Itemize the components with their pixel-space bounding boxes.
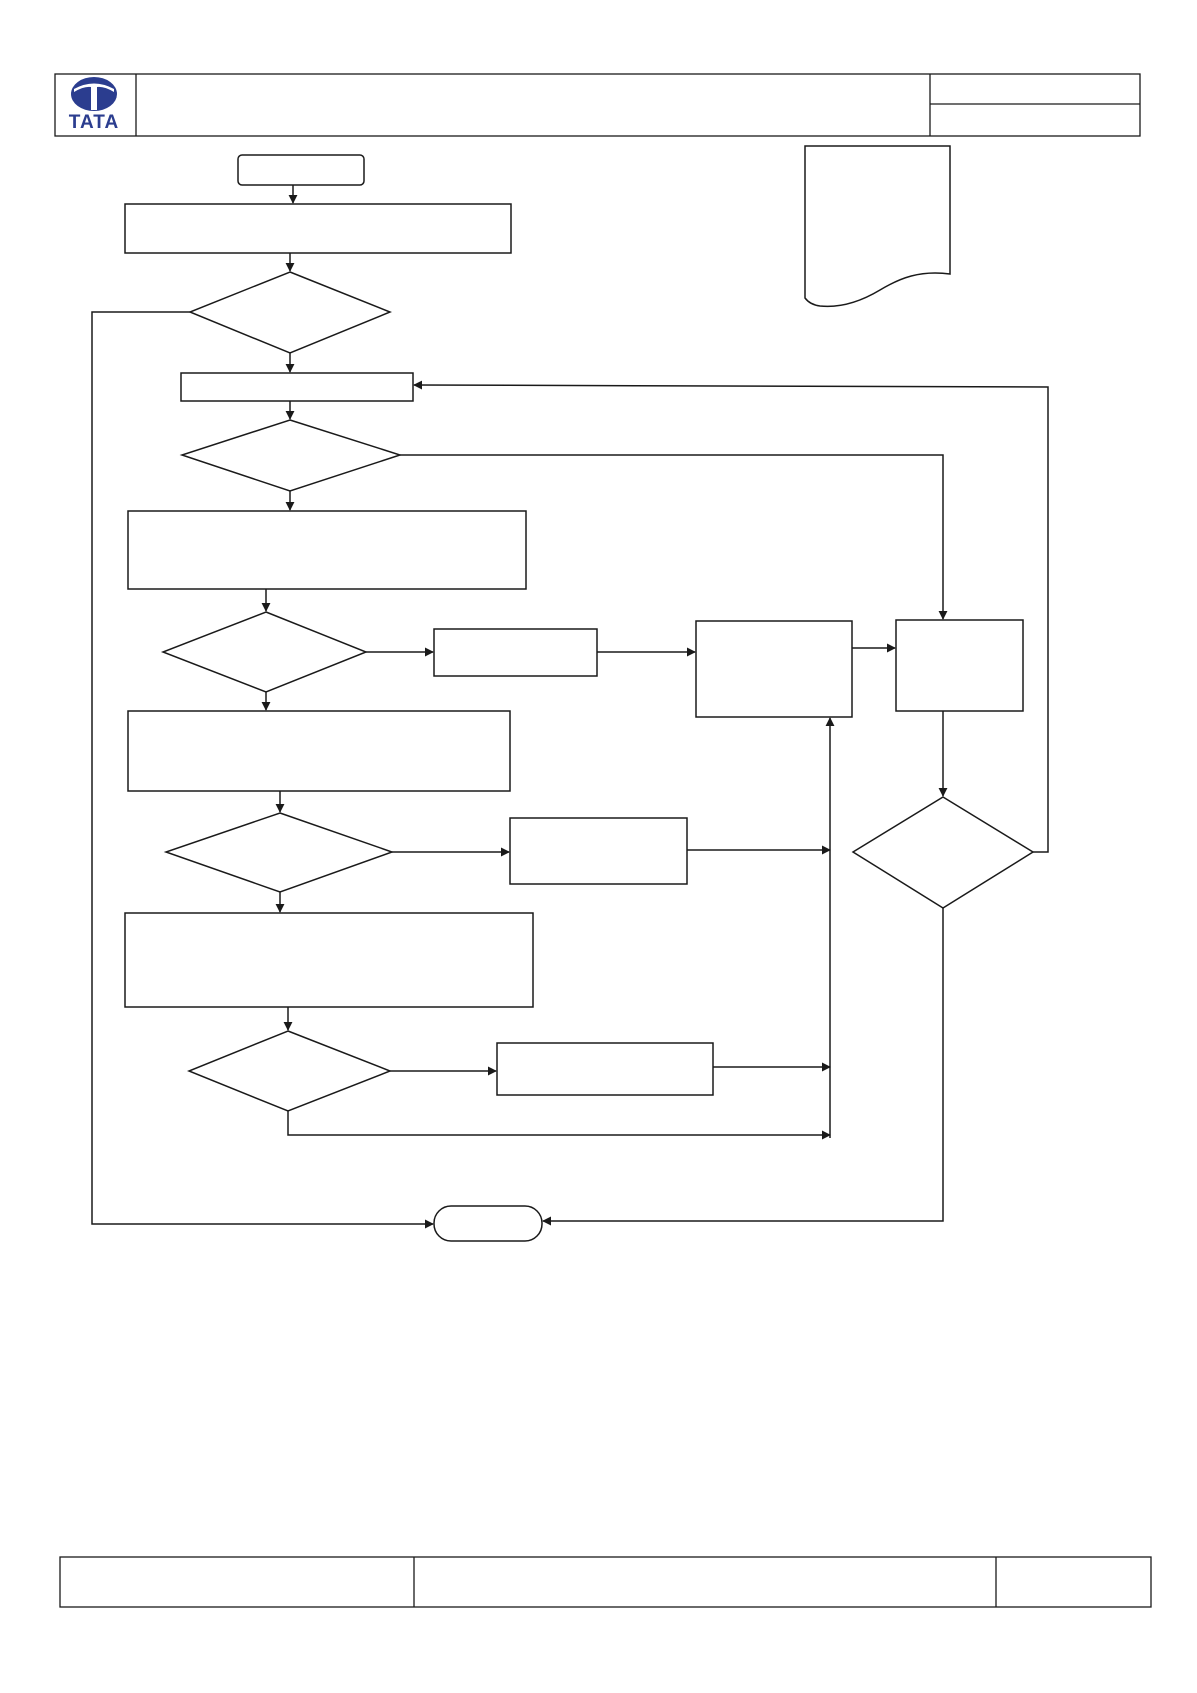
side-process-1-box bbox=[433, 628, 598, 677]
collect-process-box bbox=[695, 620, 853, 718]
decision-1-diamond bbox=[188, 271, 392, 354]
right-process-box bbox=[895, 619, 1024, 712]
side-process-3-box bbox=[496, 1042, 714, 1096]
tata-emblem-icon bbox=[71, 77, 117, 111]
document-shape bbox=[804, 145, 951, 308]
edge-decision-5-bottom-to-bus bbox=[287, 1111, 831, 1140]
tata-logo: TATA bbox=[69, 77, 119, 133]
footer-table bbox=[59, 1556, 1152, 1608]
decision-3-diamond bbox=[160, 611, 369, 693]
edge-decision-2-to-right-process bbox=[400, 454, 948, 620]
edge-decision-6-loop-to-process-2 bbox=[413, 380, 1049, 853]
decision-2-diamond bbox=[179, 419, 403, 492]
edge-decision-1-to-end bbox=[91, 311, 434, 1229]
process-5-box bbox=[124, 912, 534, 1008]
decision-4-diamond bbox=[163, 812, 395, 893]
side-process-2-box bbox=[509, 817, 688, 885]
edge-decision-6-to-end bbox=[542, 908, 944, 1226]
header-table bbox=[54, 73, 1141, 137]
process-1-box bbox=[124, 203, 512, 254]
decision-5-diamond bbox=[186, 1030, 393, 1112]
decision-6-diamond bbox=[851, 796, 1035, 909]
start-node bbox=[237, 154, 365, 186]
process-4-box bbox=[127, 710, 511, 792]
process-3-box bbox=[127, 510, 527, 590]
process-2-box bbox=[180, 372, 414, 402]
logo-wordmark: TATA bbox=[69, 112, 119, 133]
end-node bbox=[433, 1205, 543, 1242]
